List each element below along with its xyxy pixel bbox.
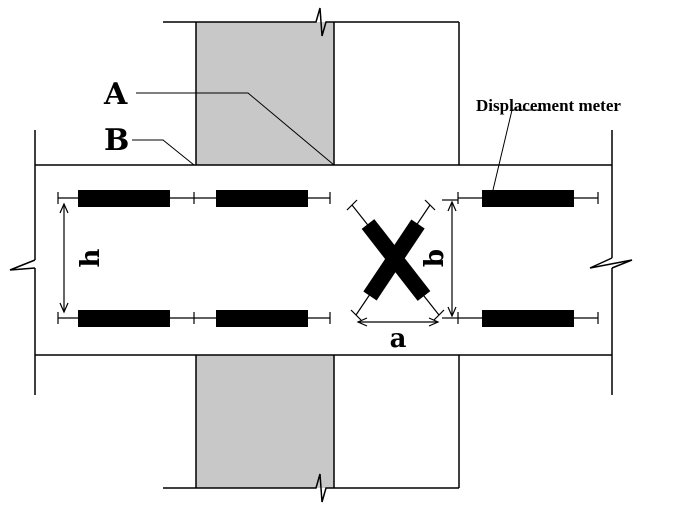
label-A: A	[103, 77, 128, 112]
gauge-bar-top-3	[482, 190, 574, 207]
dimension-a	[356, 317, 440, 327]
gauge-bar-top-2	[216, 190, 308, 207]
dimension-b	[442, 199, 458, 319]
gauge-bar-bottom-2	[216, 310, 308, 327]
label-displacement-meter: Displacement meter	[476, 96, 621, 115]
frame-lines	[9, 7, 633, 503]
label-h: h	[76, 248, 106, 267]
gauge-bar-bottom-3	[482, 310, 574, 327]
cross-gauge	[346, 199, 445, 321]
label-a: a	[390, 324, 407, 354]
label-B: B	[104, 123, 129, 158]
column-lower	[196, 355, 334, 488]
gauge-bar-top-1	[78, 190, 170, 207]
label-b: b	[420, 249, 450, 267]
gauge-bar-bottom-1	[78, 310, 170, 327]
dimension-h	[59, 202, 69, 314]
leader-lines	[132, 92, 542, 191]
